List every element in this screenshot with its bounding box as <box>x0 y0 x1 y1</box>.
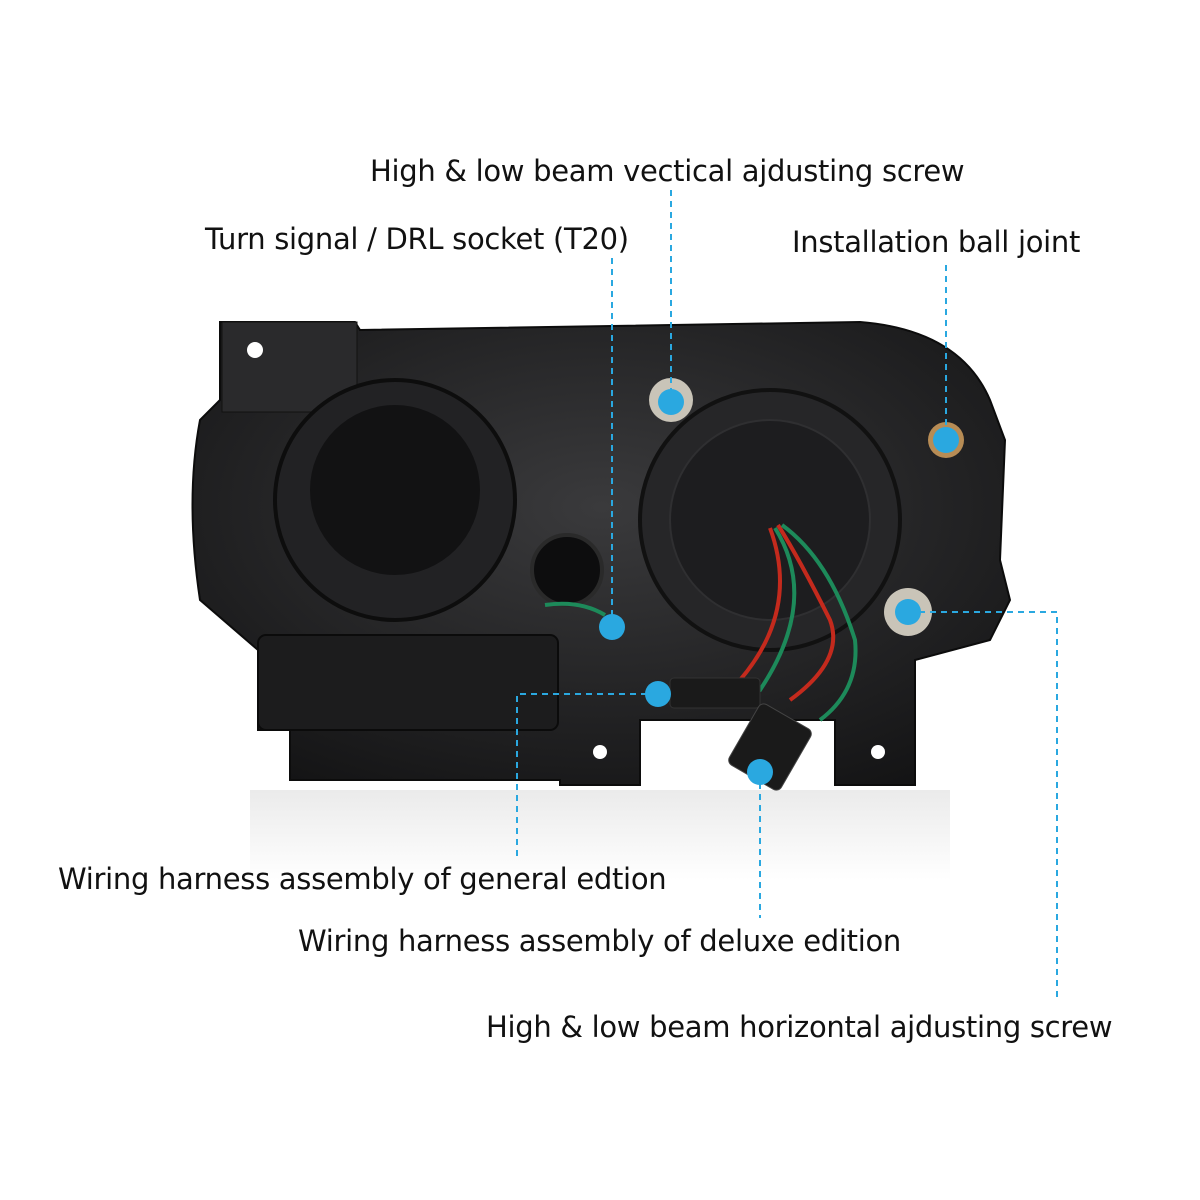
label-general-harness: Wiring harness assembly of general edtio… <box>58 862 667 896</box>
bulb-cap-inner <box>669 419 871 621</box>
callout-dot <box>599 614 625 640</box>
general-connector <box>669 677 761 709</box>
lower-step <box>257 634 559 731</box>
mount-hole <box>247 342 263 358</box>
label-turn-signal-socket: Turn signal / DRL socket (T20) <box>205 222 629 256</box>
callout-dot <box>895 599 921 625</box>
callout-dot <box>747 759 773 785</box>
mount-hole <box>593 745 607 759</box>
leader-lines <box>516 190 1058 998</box>
label-deluxe-harness: Wiring harness assembly of deluxe editio… <box>298 924 901 958</box>
callout-dots <box>599 389 959 785</box>
callout-dot <box>933 427 959 453</box>
label-vertical-screw: High & low beam vectical ajdusting screw <box>370 154 965 188</box>
projector-bore <box>310 405 480 575</box>
label-horizontal-screw: High & low beam horizontal ajdusting scr… <box>486 1010 1113 1044</box>
callout-dot <box>645 681 671 707</box>
wiring <box>544 523 858 722</box>
label-ball-joint: Installation ball joint <box>792 225 1081 259</box>
mount-hole <box>871 745 885 759</box>
turn-signal-socket <box>530 533 604 607</box>
callout-dot <box>658 389 684 415</box>
reflection <box>250 790 950 880</box>
